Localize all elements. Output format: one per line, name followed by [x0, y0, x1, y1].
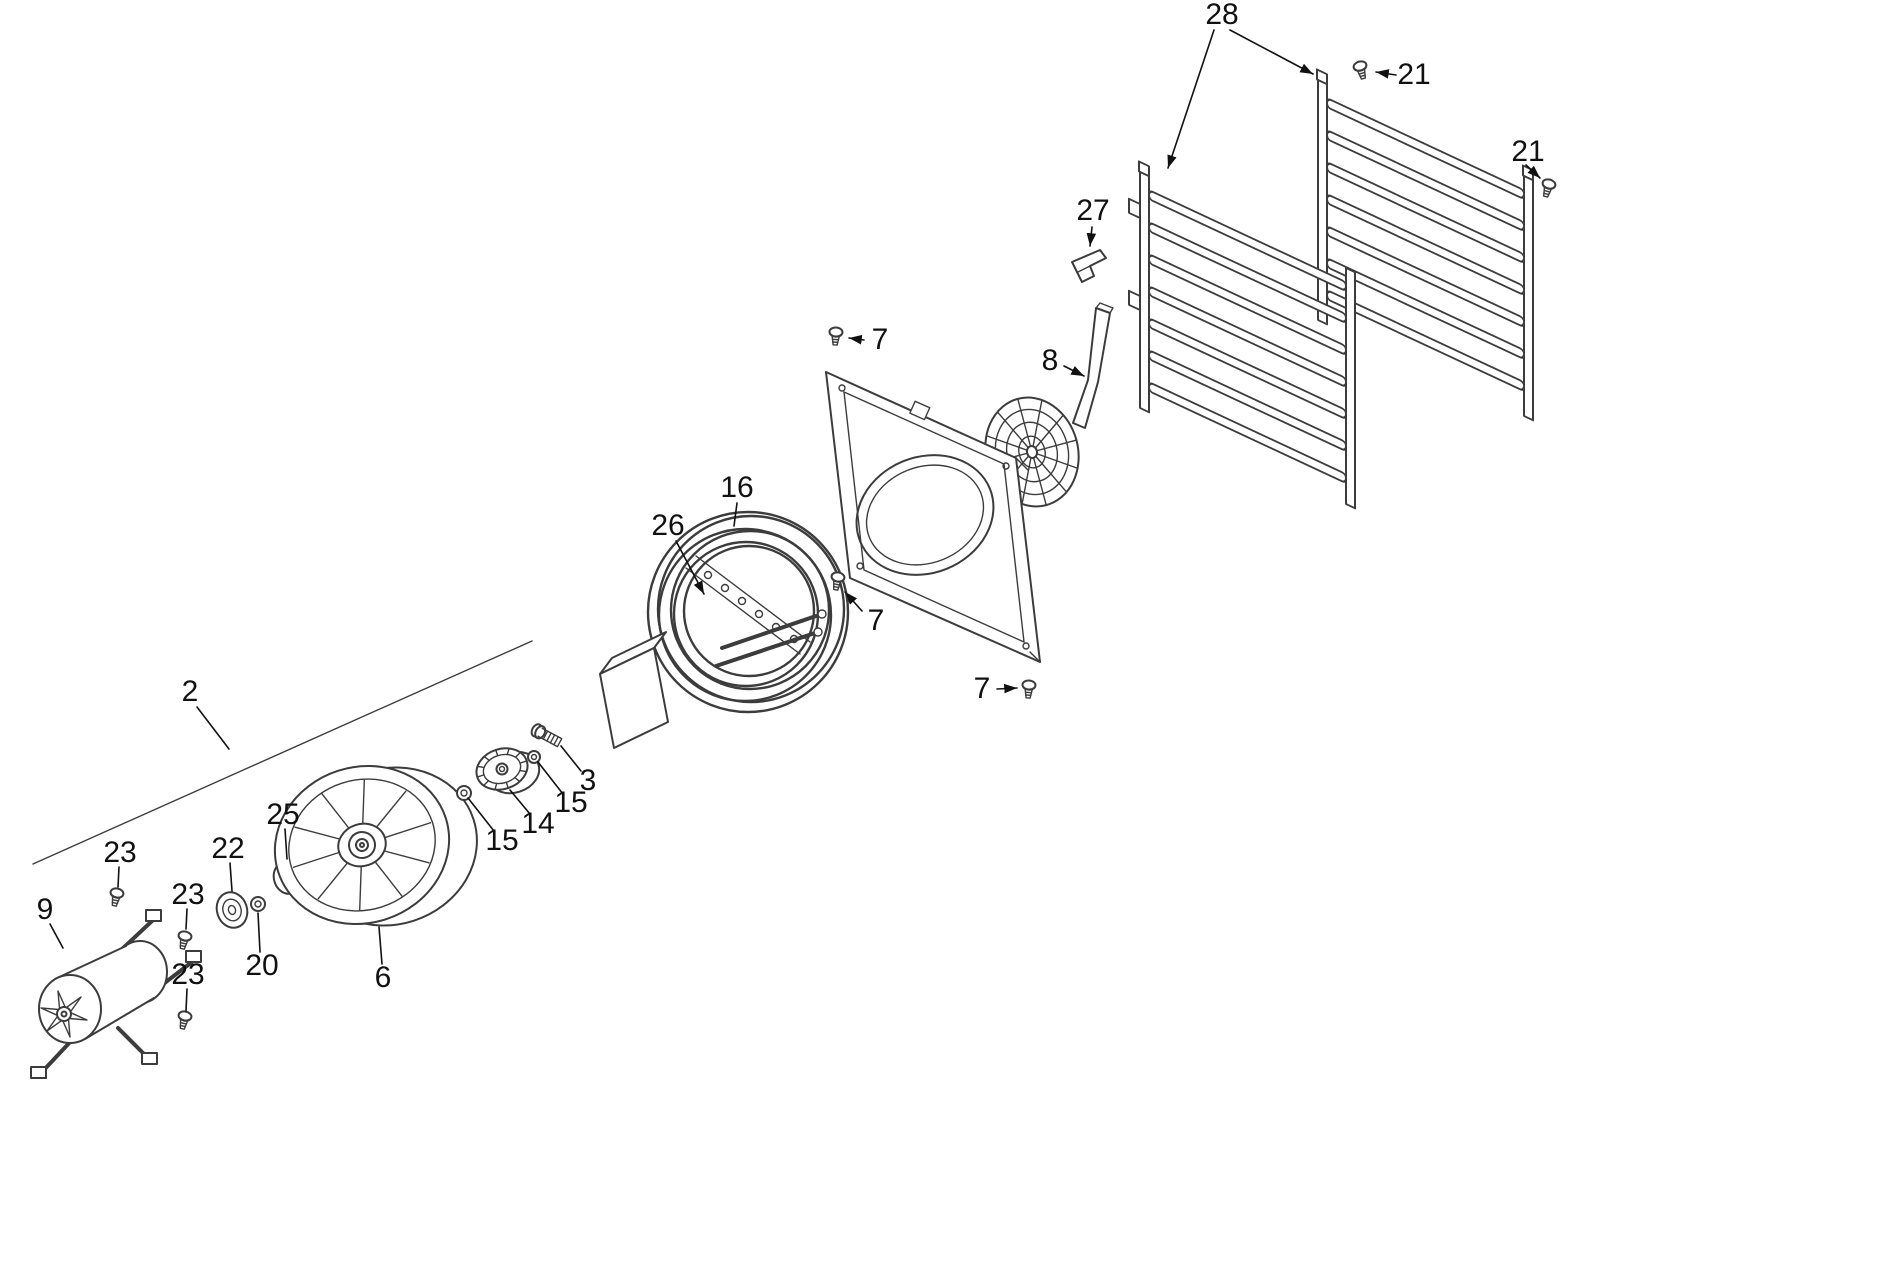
part-label-7-bottom: 7: [973, 672, 991, 705]
part-label-21-a: 21: [1397, 58, 1431, 91]
part-label-22: 22: [211, 832, 245, 865]
leader-15-left: [467, 797, 495, 832]
leader-20: [257, 912, 261, 953]
leader-21-a: [1375, 69, 1397, 79]
leader-7-mid: [844, 591, 863, 612]
leader-23-b: [185, 908, 188, 930]
part-label-21-b: 21: [1511, 135, 1545, 168]
part-label-2: 2: [181, 675, 199, 708]
part-label-23-a: 23: [103, 836, 137, 869]
blower-motor: [30, 909, 202, 1079]
leader-3: [560, 745, 582, 772]
pulley-teeth: [476, 747, 528, 791]
leader-22: [229, 862, 233, 892]
part-label-25: 25: [266, 798, 300, 831]
part-label-28: 28: [1205, 0, 1239, 31]
terminal-box: [599, 631, 669, 749]
leader-9: [49, 923, 64, 949]
leader-23-a: [117, 866, 120, 888]
part-label-20: 20: [245, 949, 279, 982]
part-label-16: 16: [720, 471, 754, 504]
panel-screw-7-top: [827, 326, 844, 347]
washer-15-left: [456, 785, 472, 801]
part-label-7-top: 7: [871, 323, 889, 356]
drying-rack-right: [1316, 68, 1534, 422]
leader-21-b: [1525, 164, 1541, 179]
part-label-15-right: 15: [554, 786, 588, 819]
part-label-23-c: 23: [171, 958, 205, 991]
panel-top-tab: [909, 400, 931, 421]
leader-lines: [49, 29, 1541, 1012]
leader-14: [509, 789, 531, 815]
part-label-26: 26: [651, 509, 685, 542]
screw-23-b: [174, 929, 194, 952]
leader-2: [196, 706, 230, 750]
clip-bracket-27: [1071, 249, 1107, 283]
leader-8: [1063, 365, 1085, 377]
leader-28-right: [1229, 29, 1314, 75]
washer-15-right: [527, 750, 541, 764]
bearing-disc-22: [215, 891, 249, 929]
washer-20: [250, 896, 266, 912]
motor-pulley: [475, 747, 541, 795]
leader-16: [733, 502, 738, 527]
panel-screw-7-bottom: [1020, 679, 1037, 700]
leader-28-left: [1167, 29, 1215, 169]
part-label-15-left: 15: [485, 824, 519, 857]
rack-screw-21-a: [1351, 58, 1371, 82]
assembly-axis-line: [32, 640, 533, 865]
heater-coil: [646, 510, 850, 714]
leader-6: [378, 926, 383, 965]
leader-7-top: [848, 334, 865, 345]
part-label-23-b: 23: [171, 878, 205, 911]
motor-fan-blades: [40, 990, 88, 1038]
part-label-14: 14: [521, 807, 555, 840]
leader-25: [284, 828, 288, 860]
drying-rack-left: [1128, 160, 1356, 510]
leader-27: [1086, 226, 1097, 247]
rack-screw-21-b: [1538, 176, 1558, 200]
part-label-8: 8: [1041, 344, 1059, 377]
leader-26: [675, 540, 705, 595]
part-label-27: 27: [1076, 194, 1110, 227]
pulley-bolt: [530, 723, 563, 748]
part-label-9: 9: [36, 893, 54, 926]
part-label-3: 3: [579, 764, 597, 797]
panel-duct-opening: [855, 454, 995, 576]
blower-wheel: [273, 764, 478, 927]
screw-23-a: [106, 886, 126, 909]
leader-15-right: [537, 761, 564, 795]
leader-23-c: [185, 988, 188, 1012]
screw-23-c: [174, 1009, 194, 1032]
heater-mounting-panel: [825, 371, 1041, 663]
coil-terminal-rods: [714, 609, 827, 668]
part-label-7-mid: 7: [867, 604, 885, 637]
part-label-6: 6: [374, 961, 392, 994]
support-bracket-tube: [1072, 302, 1114, 429]
leader-7-bottom: [996, 683, 1018, 694]
